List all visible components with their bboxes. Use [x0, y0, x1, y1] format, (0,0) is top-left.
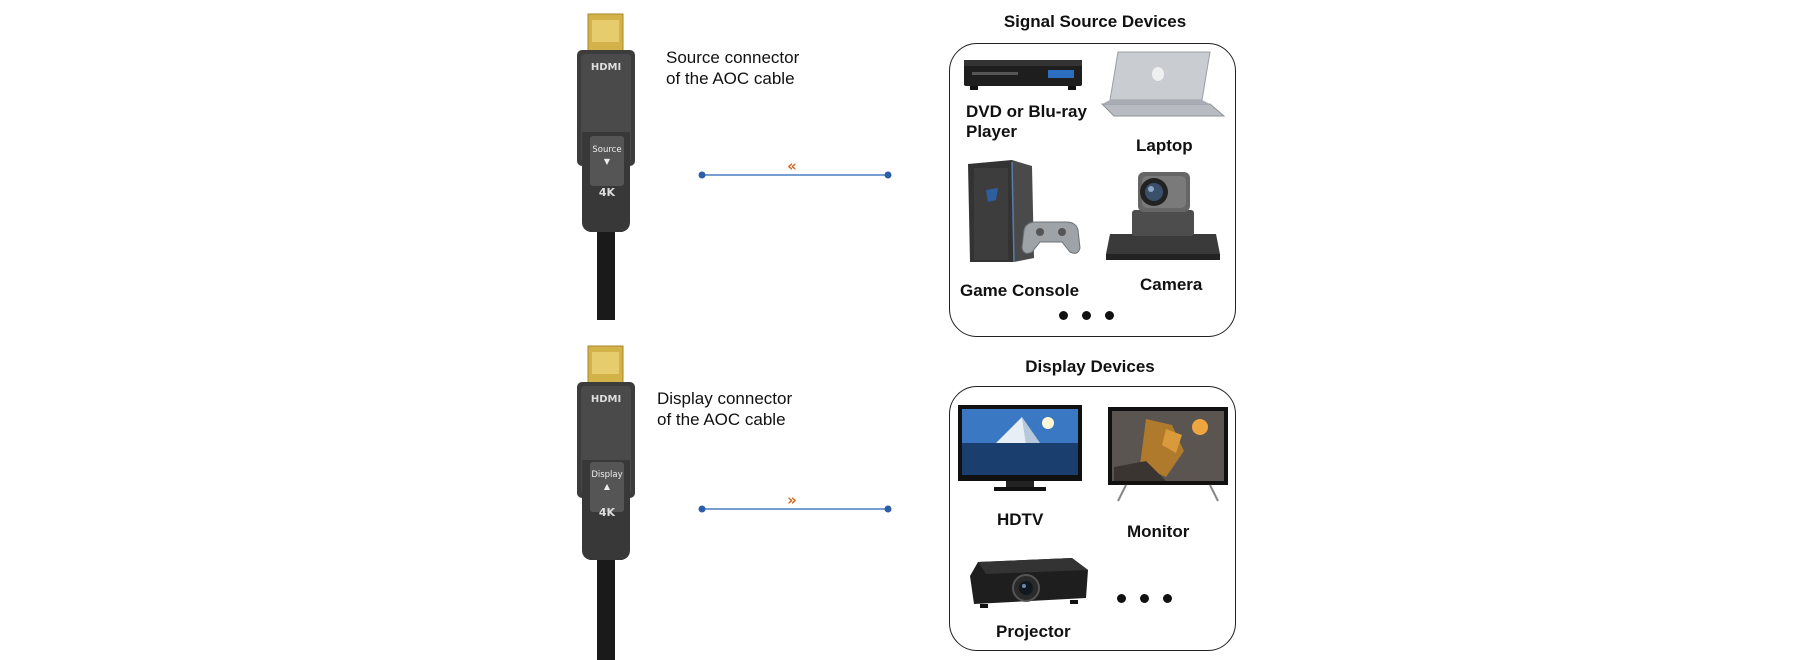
camera-label: Camera	[1140, 275, 1203, 294]
more-displays-ellipsis	[1117, 594, 1172, 603]
source-link-line: «	[698, 157, 892, 179]
display-link-line: »	[698, 491, 892, 513]
dvd-player-label: DVD or Blu-ray Player	[966, 102, 1087, 141]
projector-icon	[970, 558, 1088, 608]
source-connector-caption: Source connector of the AOC cable	[666, 48, 800, 88]
dvd-player-icon	[964, 60, 1082, 90]
up-arrow-icon: ▲	[604, 482, 611, 491]
resolution-tag: 4K	[599, 186, 616, 199]
chevron-right-icon: »	[787, 491, 797, 509]
laptop-label: Laptop	[1136, 136, 1193, 155]
chevron-left-icon: «	[787, 157, 797, 175]
source-connector-icon: HDMI Source ▼ 4K	[577, 13, 635, 320]
more-sources-ellipsis	[1059, 311, 1114, 320]
hdmi-brand-label: HDMI	[591, 394, 621, 405]
display-connector-icon: HDMI Display ▲ 4K	[577, 345, 635, 660]
down-arrow-icon: ▼	[604, 157, 611, 166]
ptz-camera-icon	[1106, 172, 1220, 260]
monitor-label: Monitor	[1127, 522, 1190, 541]
game-console-label: Game Console	[960, 281, 1080, 300]
hdtv-icon	[958, 405, 1082, 491]
source-tag: Source	[592, 145, 621, 155]
game-console-icon	[968, 160, 1081, 263]
display-connector-caption: Display connector of the AOC cable	[657, 389, 793, 429]
hdmi-brand-label: HDMI	[591, 62, 621, 73]
projector-label: Projector	[996, 622, 1071, 641]
monitor-icon	[1108, 407, 1228, 502]
resolution-tag: 4K	[599, 506, 616, 519]
display-panel-title: Display Devices	[1025, 357, 1155, 376]
hdtv-label: HDTV	[997, 510, 1044, 529]
source-panel-title: Signal Source Devices	[1003, 12, 1187, 31]
laptop-icon	[1100, 51, 1226, 117]
display-tag: Display	[591, 470, 622, 480]
